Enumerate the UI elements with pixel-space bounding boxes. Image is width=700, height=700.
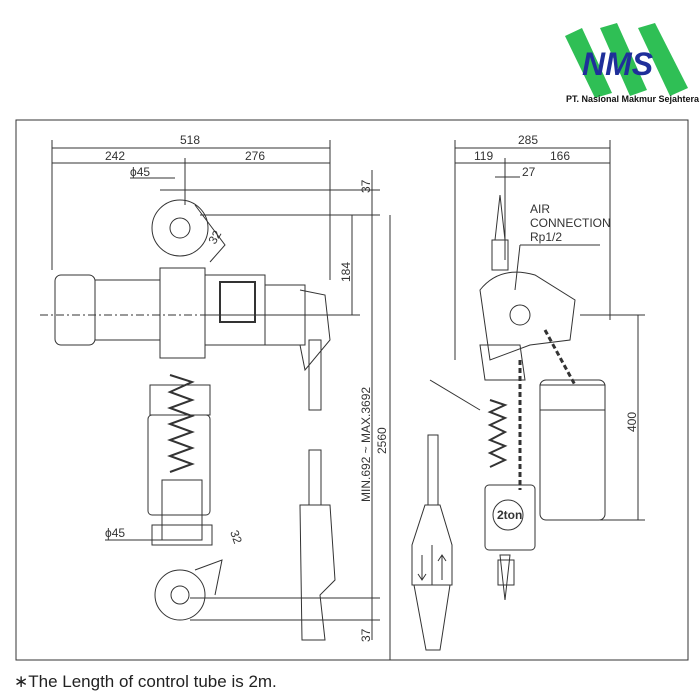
side-hoist — [479, 194, 606, 601]
dim-body-height: 184 — [339, 262, 353, 282]
dim-lift-range: MIN.692 ~ MAX.3692 — [359, 387, 373, 502]
air-connection-line2: CONNECTION — [530, 216, 611, 230]
chain-bag — [539, 379, 606, 521]
pendant-front — [299, 504, 336, 641]
dim-chain-bag-height: 400 — [625, 412, 639, 432]
dim-bottom-hook-diameter: ϕ45 — [105, 526, 125, 540]
nms-logo: NMS — [565, 23, 688, 98]
front-dimensions — [51, 140, 391, 660]
dim-119: 119 — [474, 149, 493, 163]
dim-518: 518 — [180, 133, 200, 147]
side-dimensions — [429, 140, 645, 521]
dim-bottom-offset: 37 — [359, 628, 373, 642]
drawing-frame — [15, 119, 689, 661]
footnote: ∗The Length of control tube is 2m. — [14, 672, 277, 691]
dim-top-offset: 37 — [359, 179, 373, 193]
dim-bottom-hook-opening: 32 — [227, 528, 245, 546]
dim-27: 27 — [522, 165, 536, 179]
svg-text:NMS: NMS — [582, 46, 654, 82]
capacity-label: 2ton — [497, 508, 522, 522]
dim-top-hook-opening: 32 — [205, 228, 224, 247]
bottom-hook — [154, 569, 206, 621]
dim-276: 276 — [245, 149, 265, 163]
control-tube — [308, 339, 322, 411]
dim-top-hook-diameter: ϕ45 — [130, 165, 150, 179]
air-connection-line3: Rp1/2 — [530, 230, 562, 244]
company-name: PT. Nasional Makmur Sejahtera — [566, 94, 700, 104]
dim-285: 285 — [518, 133, 538, 147]
dim-242: 242 — [105, 149, 125, 163]
pendant-side — [411, 434, 453, 651]
dim-166: 166 — [550, 149, 570, 163]
top-hook — [151, 199, 209, 257]
air-connection-line1: AIR — [530, 202, 550, 216]
dim-overall: 2560 — [375, 427, 389, 454]
hoist-body — [40, 267, 350, 546]
